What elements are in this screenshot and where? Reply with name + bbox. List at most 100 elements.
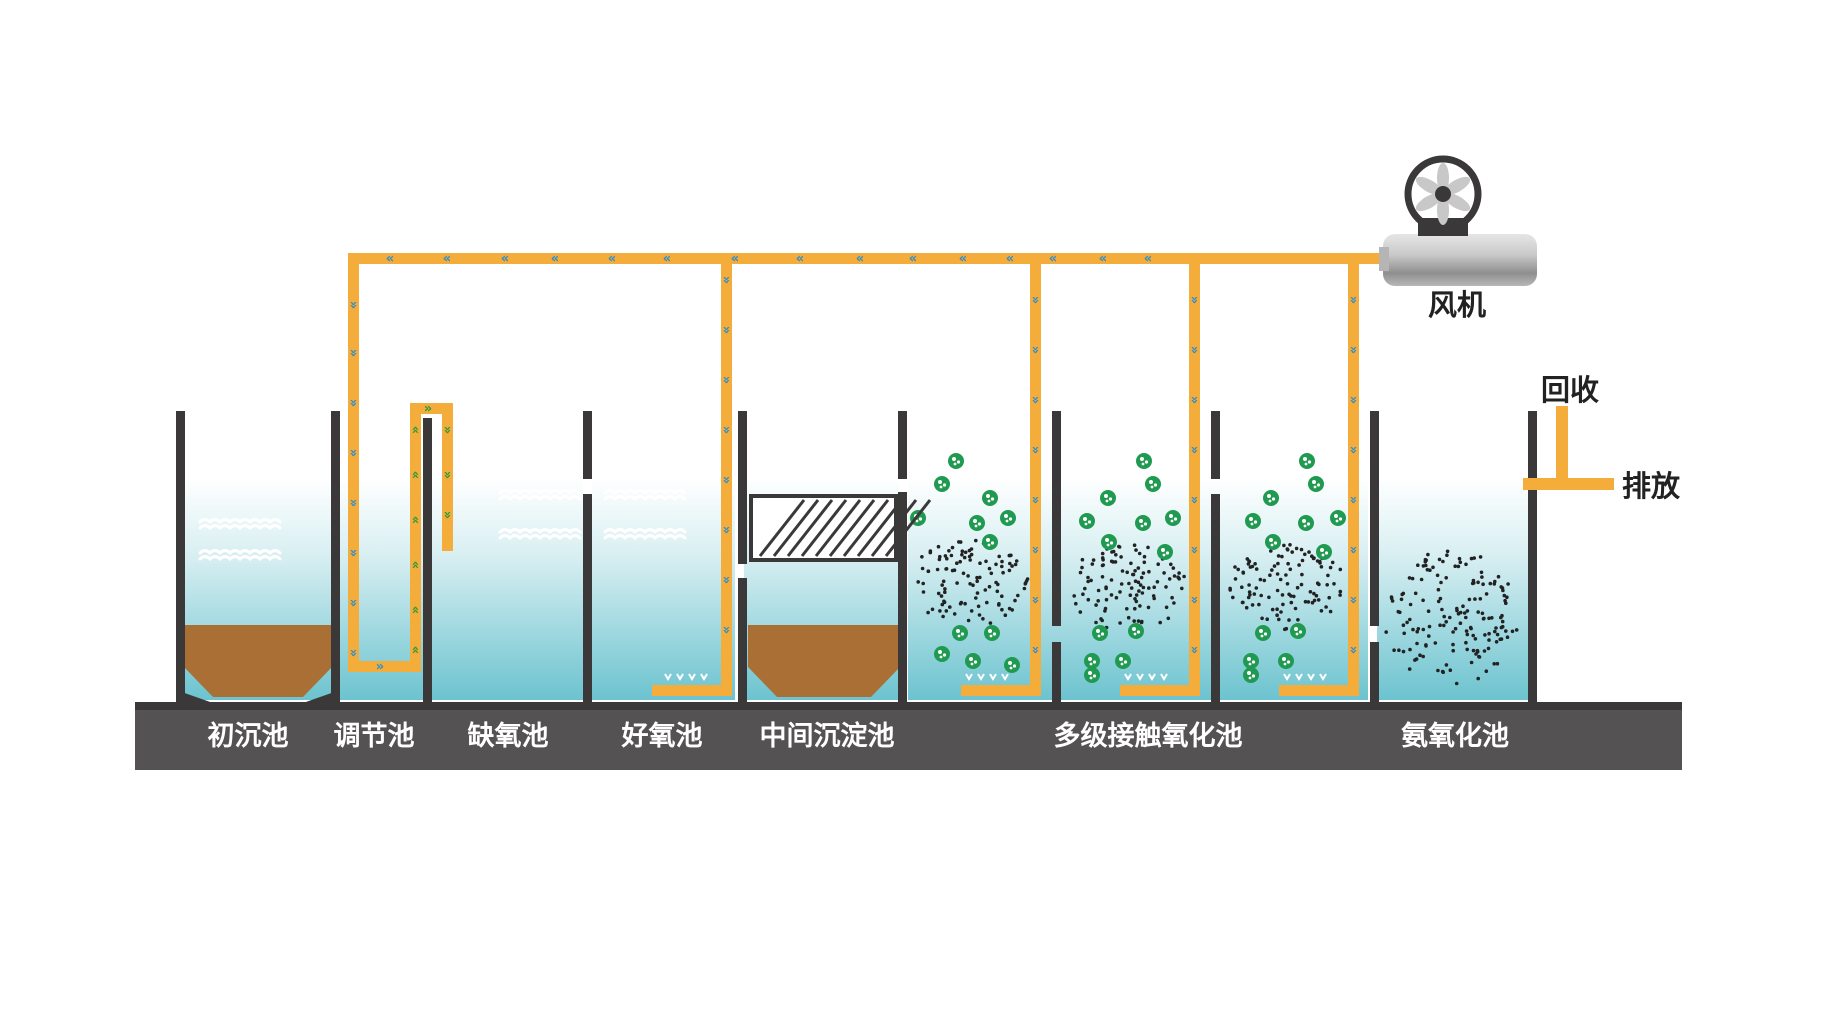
- discharge-label: 排放: [1622, 469, 1681, 503]
- particle: [1487, 631, 1491, 636]
- particle: [1325, 583, 1329, 587]
- particle: [968, 558, 972, 562]
- particle: [926, 569, 931, 573]
- particle: [1328, 565, 1333, 570]
- particle: [963, 550, 968, 555]
- flow-arrow-icon: »: [346, 399, 361, 407]
- particle: [967, 554, 972, 559]
- particle: [1083, 586, 1087, 591]
- flow-arrow-icon: »: [1187, 646, 1202, 654]
- particle: [1289, 600, 1294, 605]
- particle: [1146, 545, 1150, 550]
- particle: [1476, 610, 1480, 614]
- flow-arrow-icon: »: [376, 660, 384, 675]
- particle: [1080, 565, 1084, 570]
- flow-arrow-icon: »: [719, 376, 734, 384]
- pipe-equalization-bottom: [348, 661, 421, 672]
- flow-arrow-icon: «: [408, 516, 423, 524]
- particle: [1318, 561, 1322, 565]
- particle: [1286, 561, 1290, 566]
- ripple: [498, 528, 582, 535]
- particle: [1405, 620, 1409, 625]
- particle: [1299, 547, 1304, 552]
- particle: [1119, 582, 1124, 586]
- microbe-icon: [1101, 534, 1117, 550]
- particle: [1125, 607, 1129, 611]
- particle: [1094, 620, 1098, 625]
- ripple: [498, 495, 582, 502]
- particle: [955, 581, 959, 585]
- particle: [1464, 640, 1468, 645]
- particle: [1486, 646, 1491, 651]
- particle: [1476, 580, 1480, 585]
- flow-arrow-icon: »: [346, 301, 361, 309]
- particle: [1308, 590, 1313, 594]
- sludge-layer: [184, 625, 900, 697]
- particle: [1177, 571, 1181, 575]
- particle: [962, 555, 967, 560]
- particle: [1164, 605, 1169, 610]
- suspended-particles: [916, 538, 1519, 686]
- particle: [1310, 600, 1315, 605]
- microbe-icon: [1165, 510, 1181, 526]
- lamella-plate: [758, 499, 806, 557]
- particle: [1306, 600, 1311, 604]
- particle: [989, 571, 994, 576]
- particle: [1296, 618, 1300, 622]
- particle: [1117, 544, 1121, 549]
- particle: [1487, 638, 1491, 642]
- microbe-icon: [1157, 544, 1173, 560]
- particle: [1436, 599, 1441, 604]
- flow-arrow-icon: »: [346, 499, 361, 507]
- particle: [1241, 571, 1246, 575]
- particle: [1103, 606, 1108, 611]
- particle: [1392, 648, 1396, 652]
- water-aerobic: [592, 478, 735, 700]
- flow-arrow-icon: »: [1346, 296, 1361, 304]
- flow-arrow-icon: »: [440, 471, 455, 479]
- particle: [1484, 669, 1489, 673]
- particle: [1464, 629, 1469, 633]
- particle: [1167, 577, 1172, 581]
- particle: [1257, 602, 1261, 607]
- particle: [1170, 595, 1174, 600]
- particle: [1338, 567, 1343, 572]
- particle: [1440, 607, 1444, 612]
- particle: [1502, 593, 1507, 598]
- air-diffuser-icon: [1001, 673, 1009, 681]
- flow-arrow-icon: «: [408, 426, 423, 434]
- flow-arrow-icon: «: [856, 252, 864, 267]
- microbe-icon: [1084, 653, 1100, 669]
- flow-arrow-icon: «: [551, 252, 559, 267]
- particle: [975, 591, 980, 595]
- particle: [1461, 604, 1465, 608]
- particle: [961, 571, 966, 576]
- particle: [1134, 599, 1139, 604]
- particle: [1500, 586, 1505, 590]
- particle: [1236, 567, 1240, 572]
- lamella-plate: [800, 499, 848, 557]
- particle: [1471, 633, 1475, 638]
- particle: [1003, 613, 1008, 617]
- particle: [1268, 573, 1272, 577]
- flow-arrow-icon: «: [663, 252, 671, 267]
- flow-arrow-icon: «: [959, 252, 967, 267]
- particle: [1282, 543, 1286, 548]
- particle: [1118, 590, 1122, 594]
- flow-arrow-icon: »: [719, 626, 734, 634]
- flow-arrow-icon: »: [1028, 296, 1043, 304]
- particle: [975, 579, 979, 583]
- fan-blade: [1437, 195, 1449, 225]
- particle: [1454, 681, 1459, 686]
- air-diffuser-icon: [688, 673, 696, 681]
- particle: [1413, 591, 1418, 596]
- blower-neck: [1418, 218, 1468, 236]
- particle: [1133, 569, 1137, 573]
- particle: [1287, 618, 1291, 622]
- particle: [1275, 572, 1280, 576]
- microbe-icon: [984, 625, 1000, 641]
- particle: [987, 566, 992, 571]
- particle: [971, 583, 975, 587]
- particle: [975, 575, 979, 580]
- wall-1: [176, 411, 185, 703]
